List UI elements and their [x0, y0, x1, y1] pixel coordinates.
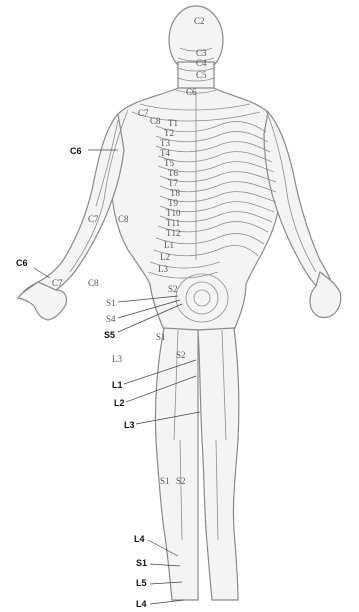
label-t4: T4 — [160, 148, 170, 158]
label-l2-thigh: L2 — [114, 398, 125, 408]
label-s1-ankle: S1 — [136, 558, 147, 568]
label-l1-thigh: L1 — [112, 380, 123, 390]
label-c7-back: C7 — [138, 108, 149, 118]
label-c8-arm: C8 — [118, 214, 129, 224]
label-c8-hand: C8 — [88, 278, 99, 288]
label-l4-foot: L4 — [136, 599, 147, 609]
label-s1-calf: S1 — [160, 476, 170, 486]
label-c6-arm: C6 — [70, 146, 82, 156]
label-t12: T12 — [166, 228, 181, 238]
label-t9: T9 — [168, 198, 178, 208]
label-c5: C5 — [196, 70, 207, 80]
label-l2-back: L2 — [160, 252, 170, 262]
label-s2-sacral: S2 — [168, 284, 178, 294]
label-s1-sacral: S1 — [106, 298, 116, 308]
label-t10: T10 — [166, 208, 181, 218]
label-t2: T2 — [164, 128, 174, 138]
label-l1-back: L1 — [164, 240, 174, 250]
label-c8-back: C8 — [150, 116, 161, 126]
body-silhouette — [18, 6, 341, 600]
label-l5-ankle: L5 — [136, 578, 147, 588]
label-l4-ankle: L4 — [134, 534, 145, 544]
label-c7-hand: C7 — [52, 278, 63, 288]
label-l3-knee: L3 — [124, 420, 135, 430]
label-t8: T8 — [170, 188, 180, 198]
label-s2-calf: S2 — [176, 476, 186, 486]
label-s2-thigh: S2 — [176, 350, 186, 360]
label-c4: C4 — [196, 58, 207, 68]
label-l3-thigh: L3 — [112, 354, 122, 364]
label-c6-neck: C6 — [186, 87, 197, 97]
label-c3: C3 — [196, 48, 207, 58]
label-s1-thigh: S1 — [156, 332, 166, 342]
right-leg — [198, 328, 239, 600]
label-c2-head: C2 — [194, 16, 205, 26]
label-t5: T5 — [164, 158, 174, 168]
label-t1: T1 — [168, 118, 178, 128]
label-s4-sacral: S4 — [106, 314, 116, 324]
label-t11: T11 — [166, 218, 180, 228]
label-c7-arm: C7 — [88, 214, 99, 224]
label-t6: T6 — [168, 168, 178, 178]
label-t3: T3 — [160, 138, 170, 148]
label-s5-sacral: S5 — [104, 330, 115, 340]
label-c6-hand: C6 — [16, 258, 28, 268]
label-l3-back: L3 — [158, 264, 168, 274]
label-t7: T7 — [168, 178, 178, 188]
